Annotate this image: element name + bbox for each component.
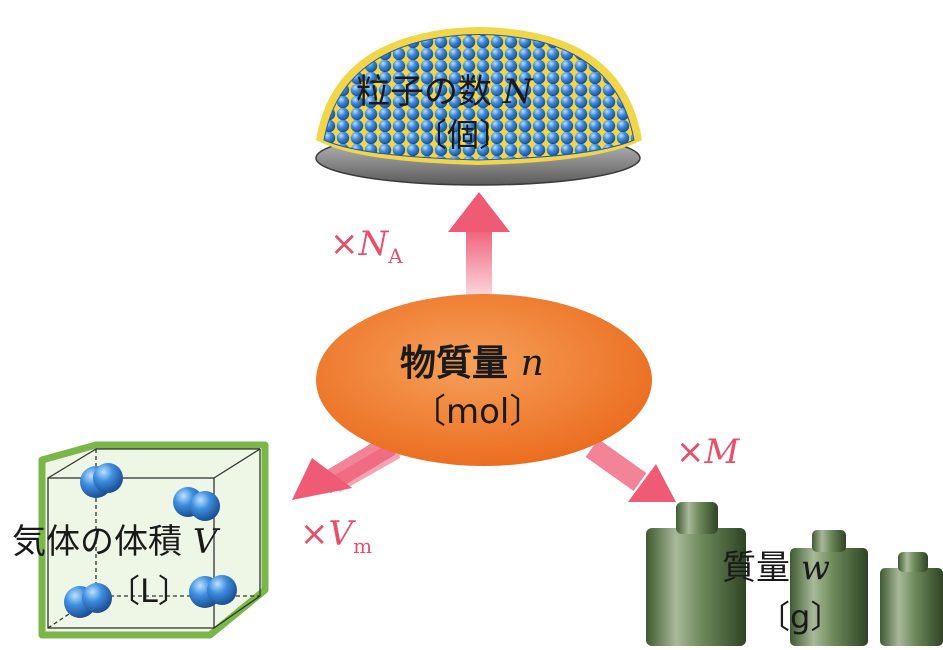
arrow-to-mass bbox=[585, 439, 676, 502]
mass-label: 質量 w bbox=[722, 540, 830, 589]
mass-unit: 〔g〕 bbox=[758, 598, 843, 636]
center-name: 物質量 bbox=[400, 343, 509, 384]
center-var: n bbox=[520, 343, 544, 384]
volume-label: 気体の体積 V bbox=[12, 514, 217, 563]
weights-icon bbox=[646, 502, 943, 646]
center-label: 物質量 n bbox=[400, 334, 544, 386]
center-ellipse bbox=[316, 294, 652, 466]
factor-particles: ×NA bbox=[330, 224, 403, 268]
arrow-to-particles bbox=[448, 192, 510, 305]
mass-var: w bbox=[800, 548, 830, 588]
particle-dish-icon bbox=[315, 27, 642, 186]
mass-name: 質量 bbox=[722, 548, 790, 588]
center-unit: 〔mol〕 bbox=[412, 392, 544, 432]
factor-volume: ×Vm bbox=[300, 514, 373, 558]
volume-unit: 〔L〕 bbox=[108, 572, 190, 610]
volume-var: V bbox=[192, 522, 218, 562]
particles-label: 粒子の数 N bbox=[356, 64, 533, 113]
particles-var: N bbox=[502, 72, 533, 112]
arrow-to-volume bbox=[292, 432, 400, 500]
volume-name: 気体の体積 bbox=[12, 522, 182, 562]
particles-name: 粒子の数 bbox=[356, 72, 492, 112]
factor-mass: ×M bbox=[676, 432, 740, 472]
gas-cube-icon bbox=[38, 441, 269, 639]
particles-unit: 〔個〕 bbox=[415, 116, 512, 154]
